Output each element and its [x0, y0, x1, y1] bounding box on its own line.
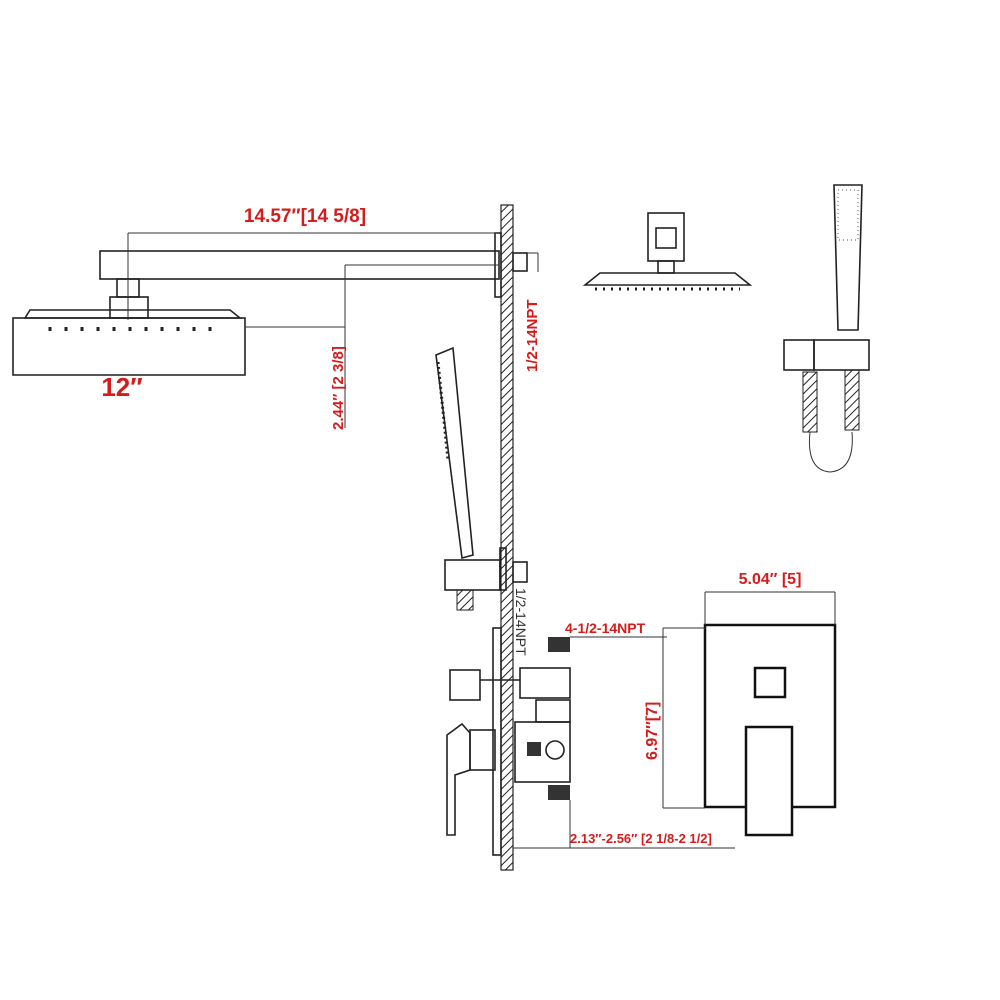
trim-height-label: 6.97″[7] [644, 702, 661, 760]
drop-height-label: 2.44″ [2 3/8] [330, 346, 347, 430]
valve-ports-label: 4-1/2-14NPT [565, 620, 646, 636]
rain-shower-head [12, 278, 246, 376]
dimension-lines-arm [13, 232, 539, 428]
arm-thread-label: 1/2-14NPT [524, 299, 541, 372]
handheld-thread-label: 1/2-14NPT [513, 588, 529, 656]
handheld-thumbnail [783, 184, 870, 473]
dimension-lines-valve [513, 591, 836, 849]
trim-width-label: 5.04″ [5] [739, 571, 802, 588]
trim-front-view [703, 623, 837, 837]
head-width-label: 12″ [101, 372, 142, 402]
arm-length-label: 14.57″[14 5/8] [244, 206, 366, 227]
rain-head-thumbnail [582, 212, 753, 291]
handheld-shower [435, 346, 528, 611]
valve-side-view [446, 627, 571, 856]
wall-depth-label: 2.13″-2.56″ [2 1/8-2 1/2] [570, 831, 712, 846]
wall [500, 204, 514, 871]
